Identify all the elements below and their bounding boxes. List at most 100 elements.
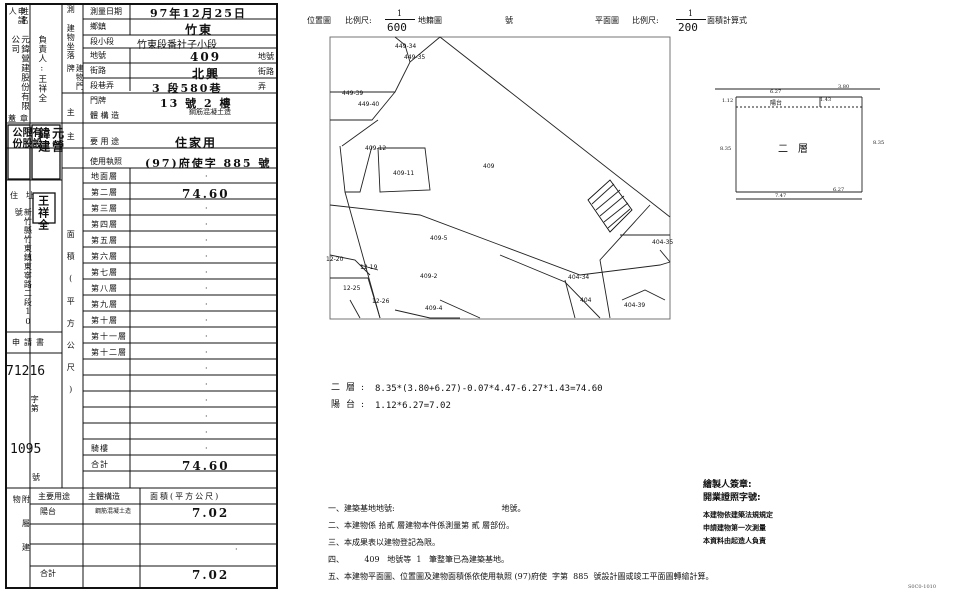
address-label: 住址: [10, 191, 42, 200]
floor-area: ·: [205, 204, 208, 213]
annex-structure-header: 主體構造: [88, 492, 120, 501]
signer-license: 開業證照字號:: [703, 493, 761, 503]
seal-stamps: [7, 124, 61, 224]
parcel-label: 404-34: [568, 274, 590, 281]
lane-label: 段巷弄: [90, 81, 114, 90]
floor-area: ·: [205, 316, 208, 325]
parcel-label: 404: [580, 297, 592, 304]
township-value: 竹東: [185, 23, 214, 37]
site-scale-bar: [385, 19, 415, 20]
parcel-label: 449-39: [342, 90, 364, 97]
permit-value: (97)府使字 885 號: [145, 157, 272, 170]
floor-area: ·: [205, 412, 208, 421]
name-label: 姓名: [20, 7, 30, 25]
parcel-label: 409-4: [425, 305, 443, 312]
floor-area: 74.60: [182, 187, 230, 201]
floor-label: 第四層: [91, 220, 118, 229]
floor-area: ·: [205, 380, 208, 389]
company-seal: 有設限股公份: [10, 127, 41, 149]
floor-label: 騎樓: [91, 444, 109, 453]
signer-line: 本建物依建築法規規定: [703, 511, 773, 519]
apply-number-1: 71216: [6, 364, 46, 379]
annex-area: 7.02: [192, 506, 230, 520]
floor-label: 第七層: [91, 268, 118, 277]
floor-scale-label: 比例尺:: [632, 16, 659, 25]
floor-label: 第十二層: [91, 348, 127, 357]
seal-label: 蓋章: [8, 114, 32, 123]
parcel-label: 449-35: [404, 54, 426, 61]
owner-seal: 王祥全: [36, 195, 50, 231]
parcel-label: 12-25: [343, 285, 361, 292]
floor-scale-bar: [676, 19, 706, 20]
section-value: 竹東段番社子小段: [137, 40, 217, 51]
lane-suffix: 弄: [258, 82, 266, 91]
floor-area: ·: [205, 284, 208, 293]
floor-label: 第三層: [91, 204, 118, 213]
parcel-label: 409-5: [430, 235, 448, 242]
parcel-label: 12-19: [360, 264, 378, 271]
address-value: 新竹縣竹東鎮東寧路二段10號: [14, 208, 33, 327]
door-value: 13 號 2 樓: [160, 97, 233, 110]
parcel-label: 449-40: [358, 101, 380, 108]
calc-label: 二層:: [331, 383, 371, 393]
representative-seal: 元營鍏建: [36, 127, 65, 153]
map-no-label: 號: [505, 16, 513, 25]
floor-label: 第二層: [91, 188, 118, 197]
lane-value: 3 段580巷: [152, 82, 223, 95]
lot-suffix: 地號: [258, 52, 274, 61]
parcel-label: 404-39: [624, 302, 646, 309]
permit-label: 使用執照: [90, 157, 122, 166]
company-name: 元鍏營建股份有限公司: [9, 35, 30, 111]
survey-date-group: 測: [66, 5, 76, 14]
area-calc-label: 面積計算式: [707, 16, 747, 25]
floor-area: ·: [205, 268, 208, 277]
annex-area-header: 面積(平方公尺): [150, 492, 221, 501]
doorplate-group-label: 建物門牌: [66, 64, 85, 91]
section-label: 段小段: [90, 37, 114, 46]
floor-area: ·: [205, 236, 208, 245]
annex-structure: 鋼筋混凝土造: [94, 508, 131, 515]
footnote: 一、建築基地地號: 地號。: [328, 504, 526, 513]
parcel-label: 404-35: [652, 239, 674, 246]
street-label: 街路: [90, 66, 106, 75]
street-suffix: 街路: [258, 67, 274, 76]
annex-usage-header: 主要用途: [38, 492, 70, 501]
usage-group-label: 主: [66, 132, 76, 141]
signer-line: 本資料由起造人負責: [703, 537, 766, 545]
township-label: 鄉鎮: [90, 22, 106, 31]
area-group-label: 面積(平方公尺): [66, 230, 76, 408]
representative: 負責人:王祥全: [36, 35, 47, 103]
survey-date-label: 測量日期: [90, 7, 122, 16]
apply-no-label: 申請書: [12, 338, 48, 347]
map-label: 地籍圖: [418, 16, 442, 25]
site-scale-num: 1: [397, 9, 403, 18]
floor-scale-den: 200: [678, 21, 698, 34]
dim-top: 6.27: [770, 89, 782, 95]
floor-area: ·: [205, 220, 208, 229]
signer-title: 繪製人簽章:: [703, 480, 752, 490]
floor-area: ·: [205, 428, 208, 437]
annex-area: 7.02: [192, 568, 230, 582]
parcel-label: 449-34: [395, 43, 417, 50]
floor-plan-title: 二層: [778, 144, 818, 155]
floor-label: 第六層: [91, 252, 118, 261]
floor-label: 合計: [91, 460, 109, 469]
structure-value: 鋼筋混凝土造: [189, 108, 231, 116]
annex-group-label: 附屬建物: [12, 495, 31, 567]
footnote: 二、本建物係 拾貳 層建物本件係測量第 貳 層部份。: [328, 521, 515, 530]
floor-area: ·: [205, 252, 208, 261]
dim-top2: 3.80: [838, 84, 850, 90]
lot-value: 409: [190, 50, 222, 64]
structure-group-label: 主: [66, 108, 76, 117]
number-label: 號: [32, 473, 40, 482]
parcel-label: 409-12: [365, 145, 387, 152]
word-label: 字第: [30, 395, 40, 413]
signer-line: 申請建物第一次測量: [703, 524, 766, 532]
floor-area: ·: [205, 172, 208, 181]
page-code: S0C0-1010: [908, 584, 937, 590]
floor-scale-num: 1: [688, 9, 694, 18]
floor-label: 第九層: [91, 300, 118, 309]
calc-formula: 8.35*(3.80+6.27)-0.07*4.47-6.27*1.43=74.…: [375, 384, 603, 394]
balcony-label: 陽台: [770, 100, 783, 107]
